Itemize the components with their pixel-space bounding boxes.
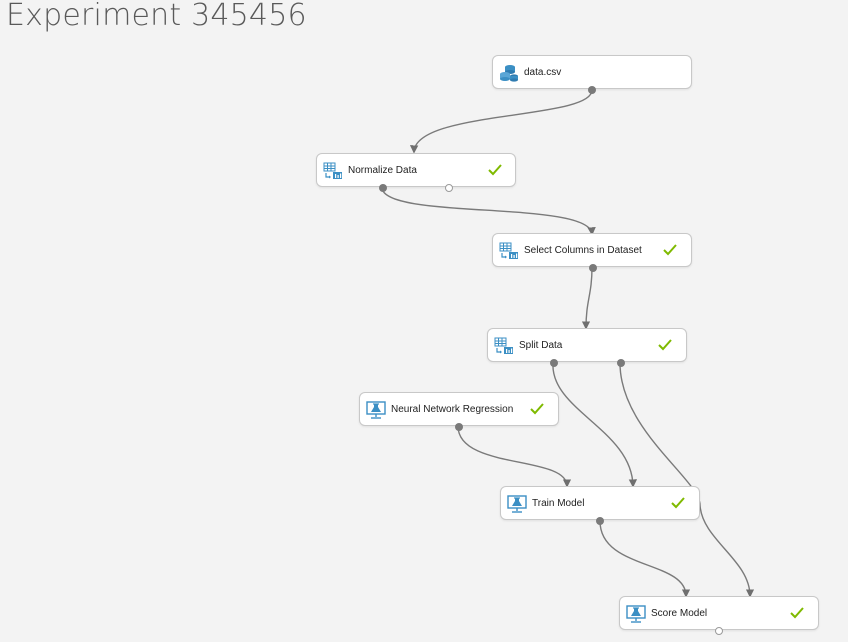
connection-split-to-train[interactable]: [552, 362, 638, 488]
module-score-model[interactable]: Score Model: [619, 596, 819, 635]
checkmark-icon: [658, 339, 672, 351]
output-port[interactable]: [596, 517, 604, 525]
module-label: Split Data: [519, 340, 563, 351]
connection-train-to-score[interactable]: [599, 520, 691, 598]
ml-model-icon: [366, 401, 386, 419]
dataset-icon: [500, 65, 518, 82]
ml-model-icon: [626, 605, 646, 623]
checkmark-icon: [488, 164, 502, 176]
module-label: Score Model: [651, 608, 708, 619]
module-label: Neural Network Regression: [391, 404, 514, 415]
module-normalize-data[interactable]: Normalize Data: [316, 153, 516, 192]
module-select-columns[interactable]: Select Columns in Dataset: [492, 233, 692, 272]
output-port[interactable]: [588, 86, 596, 94]
module-label: Normalize Data: [348, 165, 417, 176]
module-label: Select Columns in Dataset: [524, 245, 642, 256]
checkmark-icon: [530, 403, 544, 415]
output-port[interactable]: [617, 359, 625, 367]
experiment-title: Experiment 345456: [6, 0, 307, 33]
output-port[interactable]: [445, 184, 453, 192]
output-port[interactable]: [455, 423, 463, 431]
module-split-data[interactable]: Split Data: [487, 328, 687, 367]
module-label: Train Model: [532, 498, 585, 509]
checkmark-icon: [671, 497, 685, 509]
output-port[interactable]: [379, 184, 387, 192]
output-port[interactable]: [715, 627, 723, 635]
transform-icon: [499, 242, 518, 259]
connection-split-to-score[interactable]: [619, 362, 755, 598]
module-train-model[interactable]: Train Model: [500, 486, 700, 525]
output-port[interactable]: [589, 264, 597, 272]
module-data-csv[interactable]: data.csv: [492, 55, 692, 94]
ml-model-icon: [507, 495, 527, 513]
module-neural-network-regression[interactable]: Neural Network Regression: [359, 392, 559, 431]
checkmark-icon: [663, 244, 677, 256]
module-label: data.csv: [524, 67, 562, 78]
connection-select-to-split[interactable]: [581, 266, 593, 330]
checkmark-icon: [790, 607, 804, 619]
transform-icon: [494, 337, 513, 354]
transform-icon: [323, 162, 342, 179]
connection-normalize-to-select[interactable]: [381, 187, 596, 236]
output-port[interactable]: [550, 359, 558, 367]
connection-nnr-to-train[interactable]: [457, 425, 572, 488]
connection-data-to-normalize[interactable]: [409, 89, 593, 154]
